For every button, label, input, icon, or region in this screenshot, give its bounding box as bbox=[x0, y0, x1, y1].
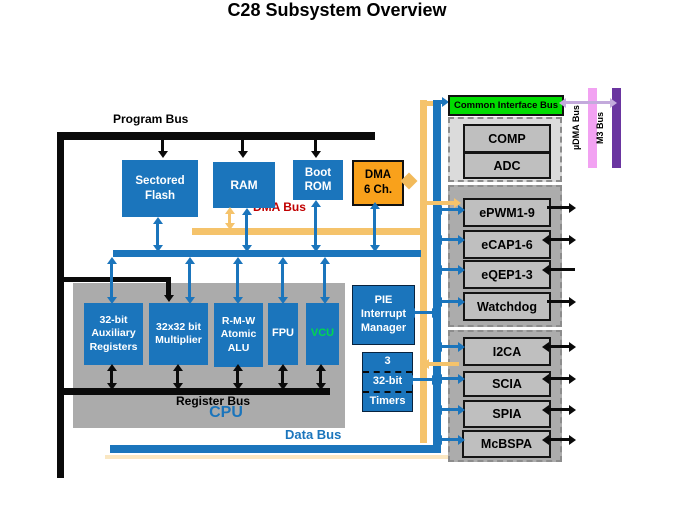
arrow-programbus-to-flash bbox=[161, 140, 164, 151]
arrow-eqep-in bbox=[549, 268, 575, 271]
aux-registers-block: 32-bit Auxiliary Registers bbox=[84, 303, 143, 365]
data-bus-vertical-line bbox=[433, 100, 441, 453]
arrow-mcbspa-io bbox=[549, 438, 569, 441]
arrow-membus-mult bbox=[188, 264, 191, 297]
cpu-timers-block: 3 32-bit Timers bbox=[362, 352, 413, 412]
pie-interrupt-manager-block: PIE Interrupt Manager bbox=[352, 285, 415, 345]
arrow-aux-regbus bbox=[110, 371, 113, 383]
atomic-alu-block: R-M-W Atomic ALU bbox=[214, 303, 263, 367]
arrow-databus-watchdog bbox=[442, 300, 458, 303]
arrow-bootrom-membus bbox=[314, 207, 317, 245]
arrow-fpu-regbus bbox=[281, 371, 284, 383]
mcbspa-block: McBSPA bbox=[462, 430, 551, 458]
comm-peripherals-group: I2CA SCIA SPIA McBSPA bbox=[448, 330, 562, 462]
ram-block: RAM bbox=[213, 162, 275, 208]
data-bus-label: Data Bus bbox=[285, 427, 342, 442]
timers-label: Timers bbox=[363, 391, 412, 411]
arrow-programbus-to-ram bbox=[241, 140, 244, 151]
arrow-databus-eqep bbox=[442, 268, 458, 271]
arrow-databus-ecap bbox=[442, 238, 458, 241]
arrow-ecap-io bbox=[549, 238, 569, 241]
arrow-membus-fpu bbox=[281, 264, 284, 297]
adc-block: ADC bbox=[463, 152, 551, 179]
control-peripherals-group: ePWM1-9 eCAP1-6 eQEP1-3 Watchdog bbox=[448, 185, 562, 327]
dma-block-line1: DMA bbox=[364, 169, 392, 182]
arrow-alu-regbus bbox=[236, 371, 239, 383]
timers-width: 32-bit bbox=[363, 371, 412, 391]
arrow-epwm-out bbox=[547, 206, 569, 209]
arrow-databus-spia bbox=[442, 408, 458, 411]
arrow-timers-databus bbox=[413, 378, 432, 381]
register-bus-line bbox=[62, 388, 330, 395]
arrow-program-to-multiplier bbox=[166, 277, 171, 295]
arrow-watchdog-out bbox=[547, 300, 569, 303]
dma-block: DMA 6 Ch. bbox=[352, 160, 404, 206]
arrow-mult-regbus bbox=[176, 371, 179, 383]
epwm-block: ePWM1-9 bbox=[463, 198, 551, 227]
cpu-label: CPU bbox=[209, 404, 243, 421]
program-bus-vertical-line bbox=[57, 132, 64, 478]
arrow-vcu-regbus bbox=[319, 371, 322, 383]
dma-bus-line bbox=[192, 228, 425, 235]
arrow-databus-epwm bbox=[442, 208, 458, 211]
arrow-i2ca-io bbox=[549, 345, 569, 348]
data-bus-line bbox=[110, 445, 441, 453]
arrow-ram-membus bbox=[245, 215, 248, 245]
sectored-flash-block: Sectored Flash bbox=[122, 160, 198, 217]
common-interface-bus: Common Interface Bus bbox=[448, 95, 564, 116]
page-title: C28 Subsystem Overview bbox=[227, 0, 447, 20]
arrow-bus-to-common-interface bbox=[433, 100, 442, 104]
arrow-pie-databus bbox=[415, 311, 432, 314]
analog-group: COMP ADC bbox=[448, 117, 562, 182]
multiplier-block: 32x32 bit Multiplier bbox=[149, 303, 208, 365]
dma-bus-bottom-line bbox=[105, 455, 460, 459]
spia-block: SPIA bbox=[463, 400, 551, 428]
arrow-common-interface-to-m3 bbox=[566, 101, 610, 104]
boot-rom-block: Boot ROM bbox=[293, 160, 343, 200]
eqep-block: eQEP1-3 bbox=[463, 260, 551, 289]
timers-count: 3 bbox=[384, 355, 391, 368]
arrow-dmabus-epwm bbox=[424, 201, 454, 205]
arrow-databus-i2ca bbox=[442, 345, 458, 348]
dma-block-line2: 6 Ch. bbox=[363, 184, 393, 196]
arrow-databus-mcbspa bbox=[442, 438, 458, 441]
watchdog-block: Watchdog bbox=[463, 292, 551, 321]
dma-bus-top-branch bbox=[421, 101, 437, 106]
arrow-flash-membus bbox=[156, 224, 159, 245]
comp-block: COMP bbox=[463, 124, 551, 153]
arrow-programbus-to-bootrom bbox=[314, 140, 317, 151]
arrow-scia-io bbox=[549, 377, 569, 380]
arrow-dma-membus bbox=[373, 209, 376, 245]
program-bus-branch-line bbox=[60, 277, 170, 282]
udma-bus-bar bbox=[588, 88, 597, 168]
vcu-block: VCU bbox=[306, 303, 339, 365]
memory-bus-line bbox=[113, 250, 421, 257]
m3-bus-bar bbox=[612, 88, 621, 168]
arrow-databus-scia bbox=[442, 377, 458, 380]
arrow-membus-alu bbox=[236, 264, 239, 297]
arrow-ram-dmabus bbox=[228, 214, 231, 223]
arrow-membus-aux bbox=[110, 264, 113, 297]
program-bus-label: Program Bus bbox=[113, 112, 189, 126]
register-bus-label: Register Bus bbox=[175, 394, 251, 408]
i2ca-block: I2CA bbox=[463, 337, 551, 366]
scia-block: SCIA bbox=[463, 371, 551, 397]
arrow-spia-io bbox=[549, 408, 569, 411]
arrow-membus-vcu bbox=[323, 264, 326, 297]
program-bus-line bbox=[57, 132, 375, 140]
arrow-scia-dmabus bbox=[429, 362, 459, 366]
ecap-block: eCAP1-6 bbox=[463, 230, 551, 259]
fpu-block: FPU bbox=[268, 303, 298, 365]
dma-bus-vertical-line bbox=[420, 100, 427, 443]
